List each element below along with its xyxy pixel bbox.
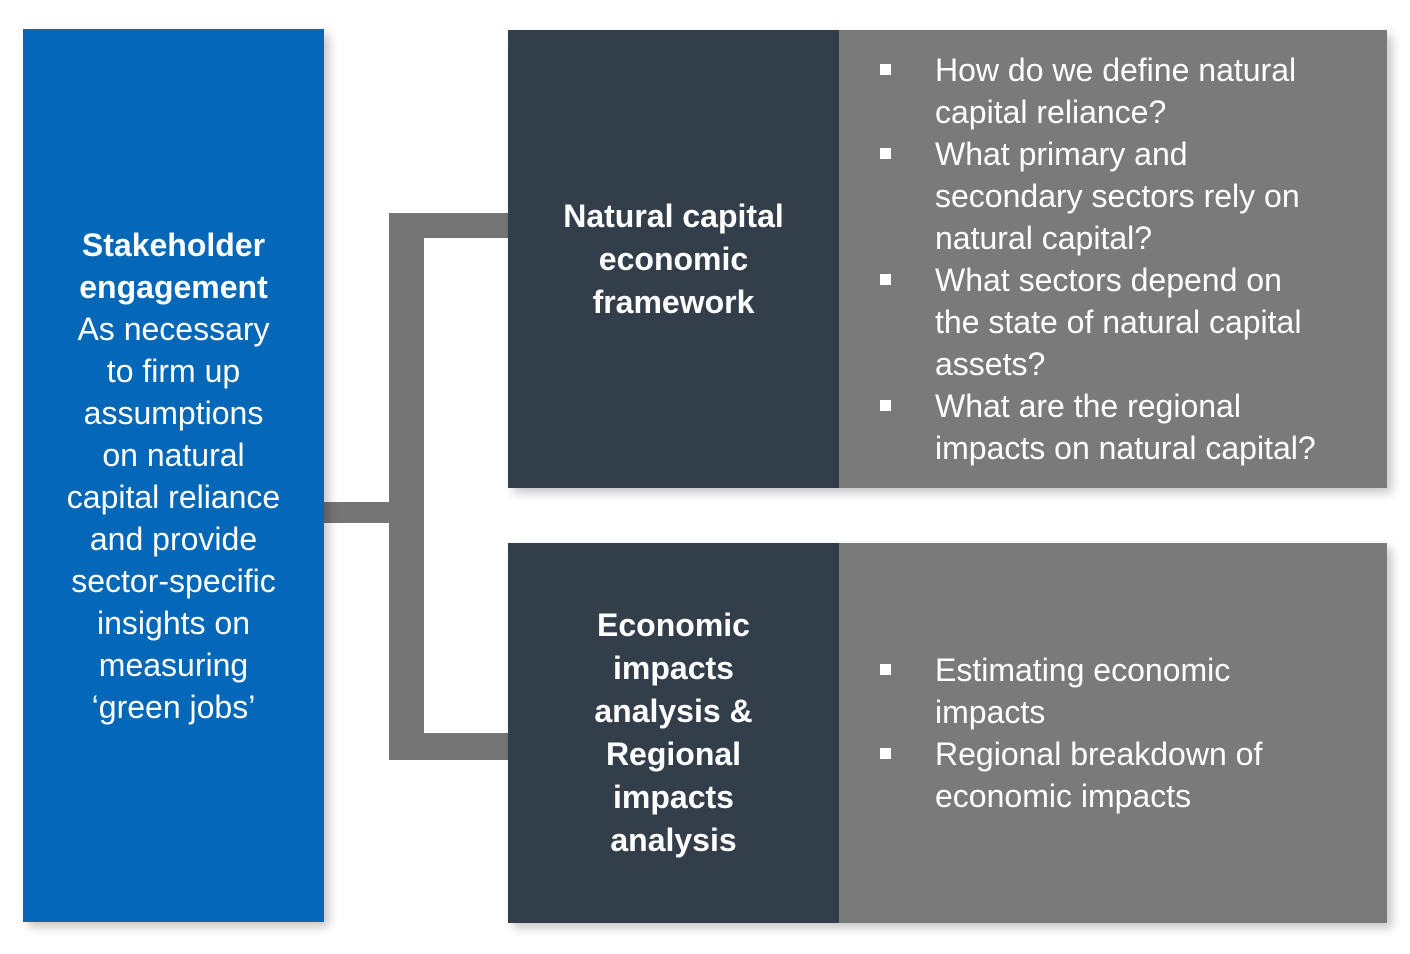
bullet-list: How do we define natural capital relianc… — [839, 49, 1387, 469]
impacts-analysis-title: Economic impacts analysis & Regional imp… — [594, 607, 753, 858]
branch-impacts-analysis: Economic impacts analysis & Regional imp… — [508, 543, 1387, 923]
bullet-text: Regional breakdown of economic impacts — [935, 736, 1263, 814]
branch-natural-capital-framework: Natural capital economic framework How d… — [508, 30, 1387, 488]
bullet-text: How do we define natural capital relianc… — [935, 52, 1297, 130]
connector-stub — [320, 502, 400, 523]
impacts-analysis-title-panel: Economic impacts analysis & Regional imp… — [508, 543, 839, 923]
stakeholder-box-title: Stakeholder engagement — [79, 226, 268, 305]
connector-vertical-bar — [389, 213, 424, 760]
list-item: What primary and secondary sectors rely … — [880, 133, 1373, 259]
impacts-analysis-bullets-panel: Estimating economic impacts Regional bre… — [839, 543, 1387, 923]
square-bullet-icon — [880, 400, 891, 411]
bullet-list: Estimating economic impacts Regional bre… — [839, 649, 1387, 817]
connector-arm-bottom — [389, 733, 508, 760]
bullet-text: Estimating economic impacts — [935, 652, 1231, 730]
list-item: How do we define natural capital relianc… — [880, 49, 1373, 133]
square-bullet-icon — [880, 148, 891, 159]
stakeholder-box-body: As necessary to firm up assumptions on n… — [66, 310, 281, 725]
square-bullet-icon — [880, 664, 891, 675]
bullet-text: What sectors depend on the state of natu… — [935, 262, 1302, 382]
list-item: Estimating economic impacts — [880, 649, 1373, 733]
natural-capital-framework-title-panel: Natural capital economic framework — [508, 30, 839, 488]
square-bullet-icon — [880, 274, 891, 285]
bullet-text: What are the regional impacts on natural… — [935, 388, 1316, 466]
list-item: Regional breakdown of economic impacts — [880, 733, 1373, 817]
square-bullet-icon — [880, 748, 891, 759]
square-bullet-icon — [880, 64, 891, 75]
list-item: What sectors depend on the state of natu… — [880, 259, 1373, 385]
natural-capital-framework-bullets-panel: How do we define natural capital relianc… — [839, 30, 1387, 488]
stakeholder-engagement-box: Stakeholder engagement As necessary to f… — [23, 29, 324, 922]
list-item: What are the regional impacts on natural… — [880, 385, 1373, 469]
natural-capital-framework-title: Natural capital economic framework — [563, 197, 784, 320]
bullet-text: What primary and secondary sectors rely … — [935, 136, 1300, 256]
connector-arm-top — [389, 213, 508, 238]
